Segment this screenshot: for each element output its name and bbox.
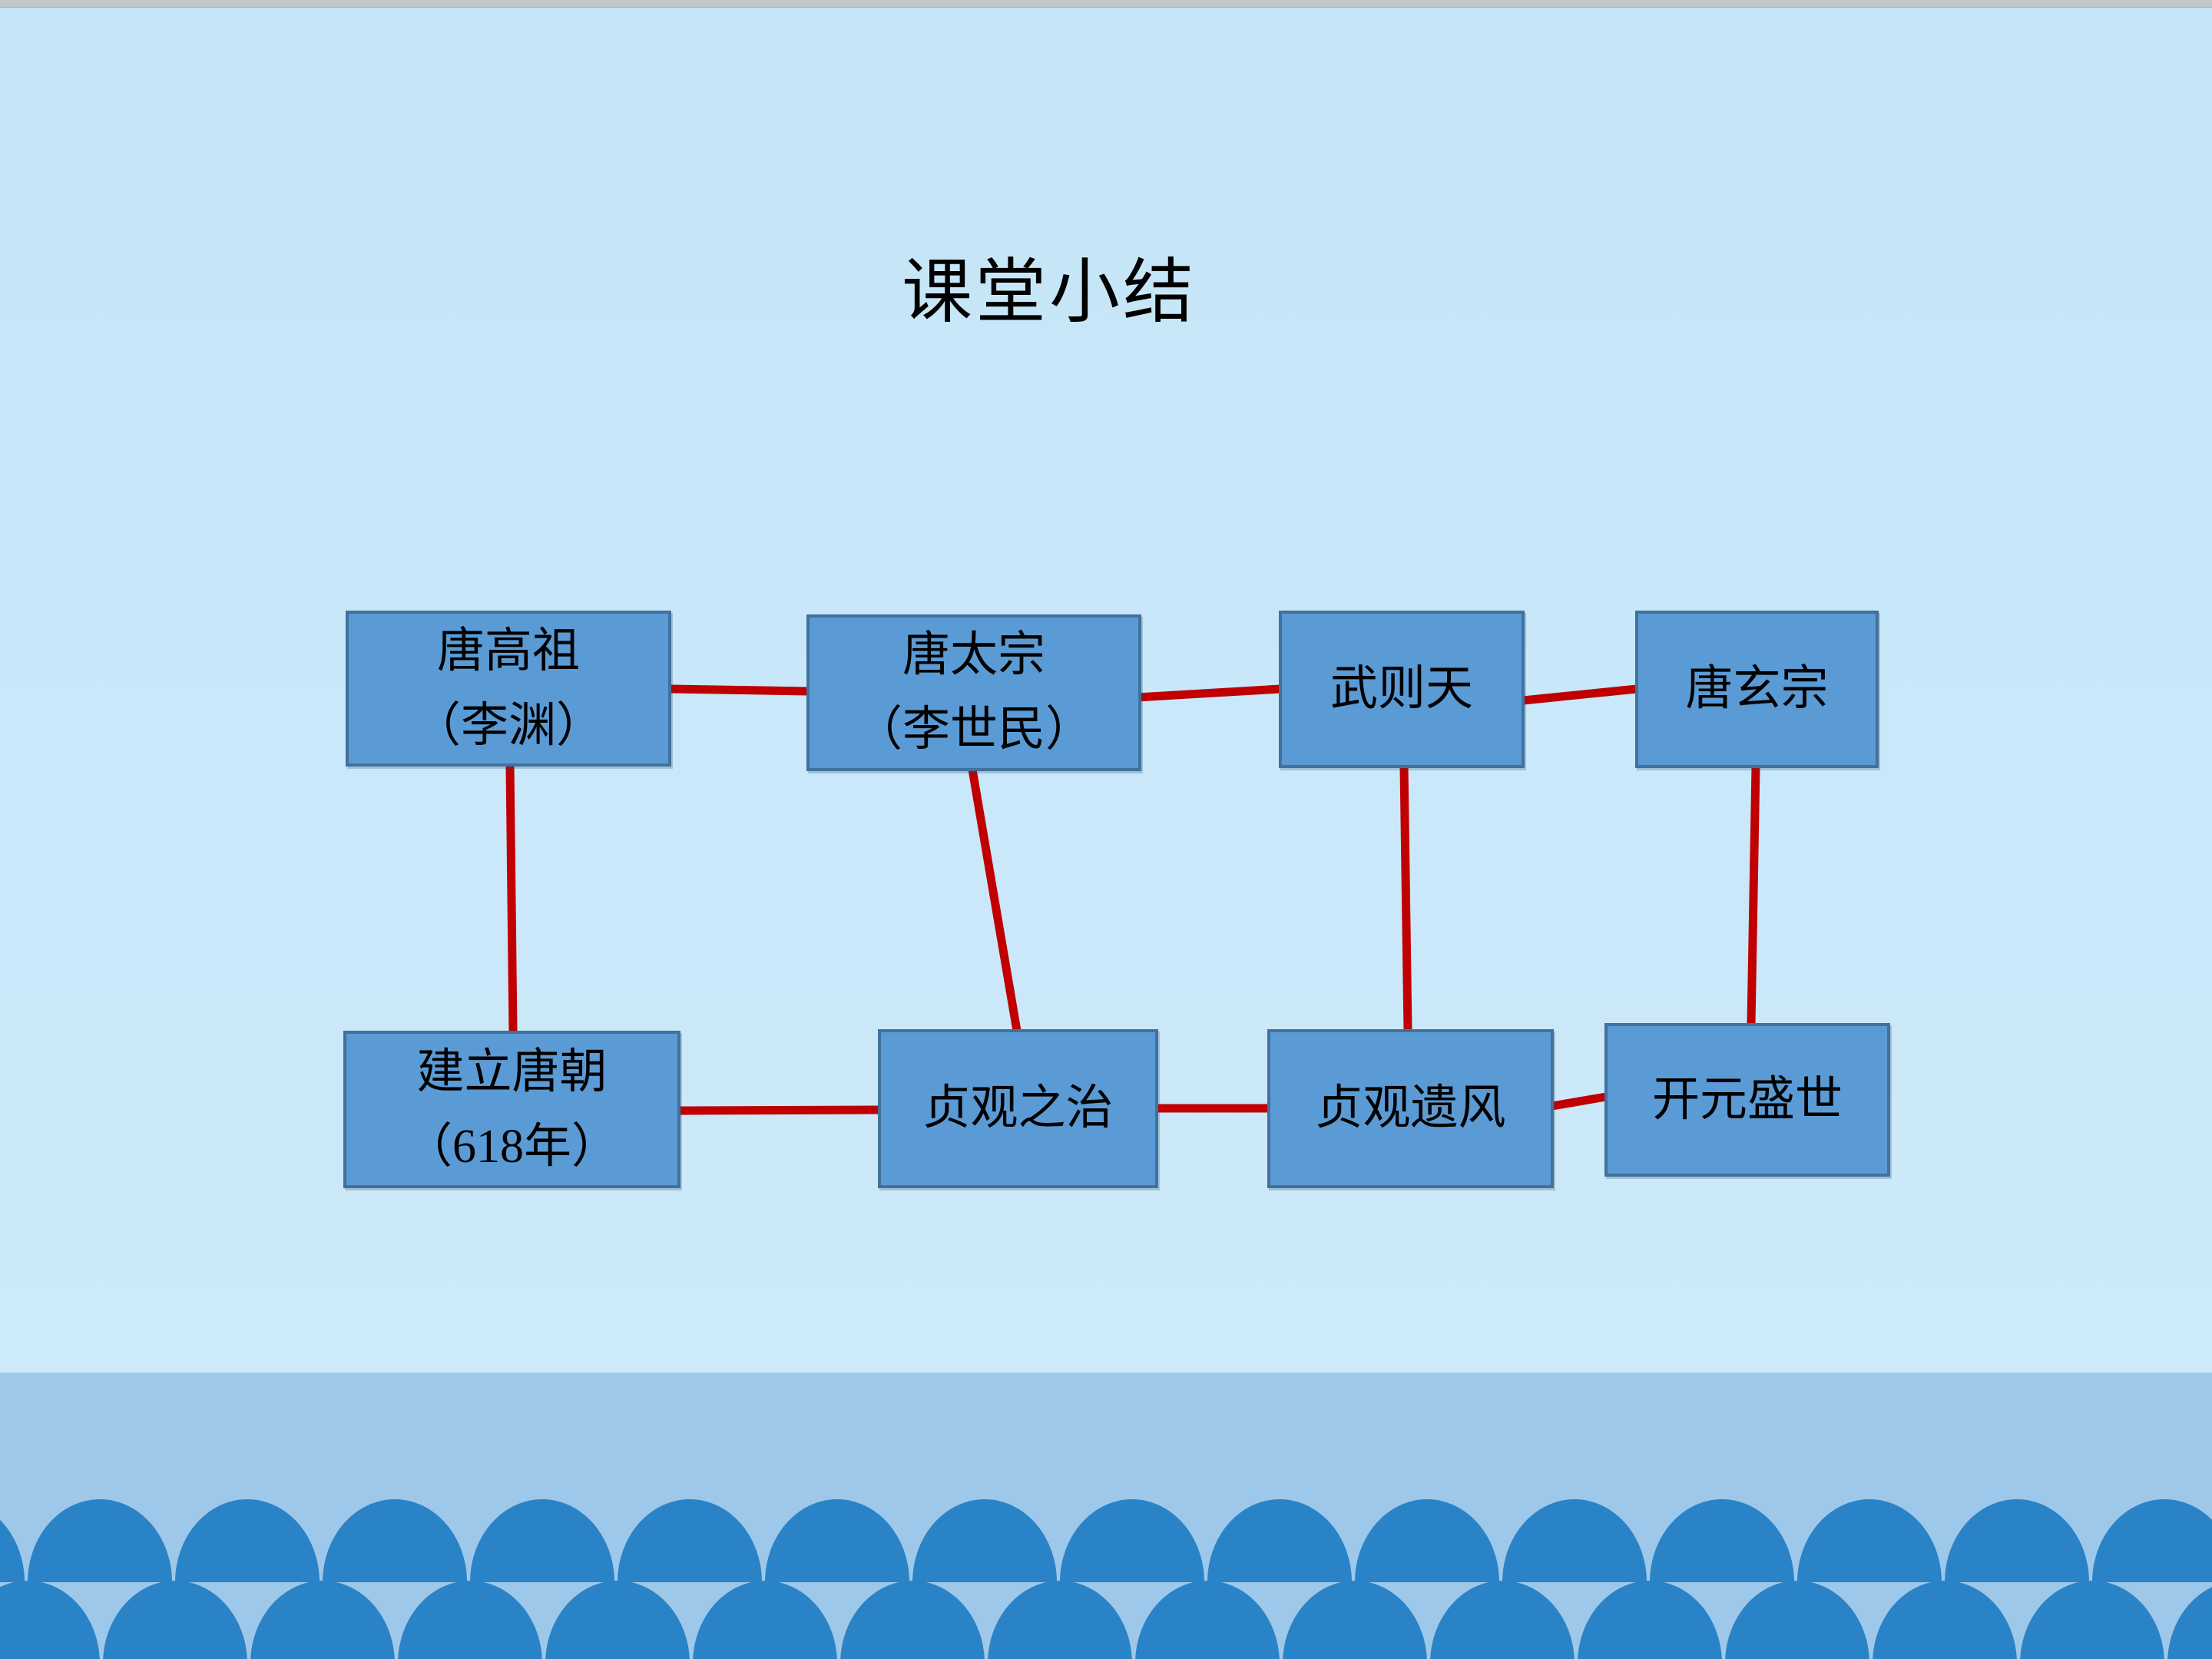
connector-b5-b6 <box>678 1105 880 1115</box>
wave-dome <box>693 1581 837 1659</box>
node-tang-xuanzong: 唐玄宗 <box>1635 611 1879 768</box>
node-kaiyuan-shengshi: 开元盛世 <box>1604 1023 1890 1177</box>
window-top-strip <box>0 0 2212 8</box>
node-label: 唐高祖 <box>436 624 580 677</box>
wave-dome <box>912 1499 1057 1582</box>
wave-dome <box>1355 1499 1499 1582</box>
node-label: （618年） <box>404 1120 619 1173</box>
node-label: （李世民） <box>854 704 1093 756</box>
wave-dome <box>1135 1581 1280 1659</box>
node-label: 贞观之治 <box>922 1082 1114 1134</box>
connector-b4-b8 <box>1747 766 1760 1025</box>
wave-dome <box>103 1581 247 1659</box>
wave-dome <box>0 1581 100 1659</box>
wave-dome <box>1873 1581 2017 1659</box>
connector-b3-b7 <box>1399 766 1412 1031</box>
wave-dome <box>1725 1581 1869 1659</box>
wave-dome <box>1430 1581 1575 1659</box>
node-label: （李渊） <box>412 699 604 752</box>
wave-dome <box>1945 1499 2089 1582</box>
node-found-tang: 建立唐朝 （618年） <box>343 1031 680 1188</box>
wave-dome <box>175 1499 320 1582</box>
wave-dome <box>1060 1499 1204 1582</box>
slide-title: 课堂小结 <box>901 253 1197 332</box>
wave-dome <box>2167 1581 2212 1659</box>
wave-dome <box>250 1581 395 1659</box>
node-label: 唐太宗 <box>902 629 1045 681</box>
node-label: 建立唐朝 <box>416 1045 608 1098</box>
node-label: 唐玄宗 <box>1685 663 1829 715</box>
bottom-wave-band <box>0 1373 2212 1659</box>
wave-dome <box>618 1499 762 1582</box>
connector-b3-b4 <box>1522 684 1637 705</box>
wave-dome <box>2020 1581 2164 1659</box>
wave-dome <box>0 1499 25 1582</box>
wave-dome <box>28 1499 172 1582</box>
wave-dome <box>1207 1499 1352 1582</box>
connector-b2-b6 <box>968 769 1022 1031</box>
wave-dome <box>2092 1499 2212 1582</box>
wave-dome <box>1650 1499 1794 1582</box>
node-label: 开元盛世 <box>1651 1073 1843 1126</box>
wave-dome <box>1502 1499 1647 1582</box>
wave-dome <box>840 1581 985 1659</box>
wave-dome <box>1283 1581 1427 1659</box>
wave-dome <box>1578 1581 1722 1659</box>
node-tang-gaozu: 唐高祖 （李渊） <box>346 611 671 767</box>
node-zhenguan-yifeng: 贞观遗风 <box>1267 1029 1554 1188</box>
wave-dome <box>398 1581 542 1659</box>
wave-dome <box>545 1581 690 1659</box>
node-wu-zetian: 武则天 <box>1279 611 1525 768</box>
node-tang-taizong: 唐太宗 （李世民） <box>806 614 1141 771</box>
node-zhenguan-zhizhi: 贞观之治 <box>878 1029 1158 1188</box>
connector-b2-b3 <box>1136 684 1281 702</box>
wave-dome <box>323 1499 467 1582</box>
wave-dome <box>988 1581 1132 1659</box>
connector-b1-b2 <box>671 684 809 696</box>
wave-dome <box>1797 1499 1942 1582</box>
node-label: 武则天 <box>1330 663 1473 715</box>
node-label: 贞观遗风 <box>1315 1082 1506 1134</box>
wave-dome <box>765 1499 909 1582</box>
connector-b7-b8 <box>1551 1092 1607 1111</box>
wave-dome <box>470 1499 614 1582</box>
connector-b1-b5 <box>505 764 518 1033</box>
